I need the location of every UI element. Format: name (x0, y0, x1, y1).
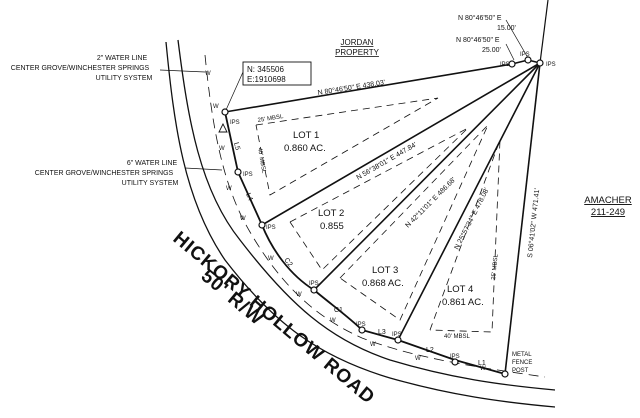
lot-line-1-2 (261, 62, 541, 226)
svg-text:0.861 AC.: 0.861 AC. (442, 297, 484, 308)
water-line-symbol: W (240, 216, 246, 222)
svg-text:0.855: 0.855 (320, 221, 344, 232)
north-line-bearing: N 80°46'50" E 438.03' (317, 78, 386, 97)
east-boundary-extension (539, 0, 549, 64)
ips-label: IPS (450, 354, 460, 360)
arrow-icon (218, 122, 228, 133)
bearing-top-1: N 80°46'50" E 15.00' (458, 14, 516, 32)
water-line-symbol: W (268, 256, 274, 262)
lot-2-label: LOT 2 0.855 (318, 208, 344, 232)
mbsl-label: 40' MBSL (444, 334, 470, 340)
east-boundary (504, 62, 541, 375)
svg-text:LOT 1: LOT 1 (293, 130, 319, 141)
segment-label-l1: L1 (478, 360, 486, 367)
segment-label-l5: L5 (232, 142, 241, 151)
svg-text:METAL: METAL (512, 352, 532, 358)
svg-text:FENCE: FENCE (512, 360, 532, 366)
water-line-2in-label: 2" WATER LINE CENTER GROVE/WINCHESTER SP… (11, 55, 153, 82)
svg-text:N 80°46'50" E: N 80°46'50" E (458, 14, 502, 22)
water-line-6in-label: 6" WATER LINE CENTER GROVE/WINCHESTER SP… (35, 160, 179, 187)
water-line-symbol: W (480, 366, 486, 372)
jordan-property-label: JORDAN PROPERTY (335, 38, 380, 57)
lot-line-2-3 (313, 62, 541, 291)
lot-4-label: LOT 4 0.861 AC. (442, 284, 484, 308)
road-name: HICKORY HOLLOW ROAD (169, 228, 379, 409)
mbsl-lot-1 (255, 97, 439, 196)
svg-text:0.868 AC.: 0.868 AC. (362, 278, 404, 289)
water-line-symbol: W (213, 104, 219, 110)
lot-1-label: LOT 1 0.860 AC. (284, 130, 326, 154)
segment-label-l2: L2 (426, 347, 434, 354)
svg-text:2" WATER LINE: 2" WATER LINE (97, 55, 148, 62)
lot-line-1-2-bearing: N 56°38'01" E 447.84' (355, 141, 418, 182)
ips-label: IPS (500, 62, 510, 68)
svg-text:15.00': 15.00' (497, 25, 516, 32)
ips-label: IPS (392, 332, 402, 338)
svg-text:JORDAN: JORDAN (341, 38, 374, 47)
svg-text:LOT 2: LOT 2 (318, 208, 344, 219)
east-line-bearing: S 06°41'02" W 471.41' (526, 188, 541, 258)
water-line-symbol: W (415, 356, 421, 362)
ips-label: IPS (230, 120, 240, 126)
svg-text:CENTER GROVE/WINCHESTER SPRING: CENTER GROVE/WINCHESTER SPRINGS (35, 170, 174, 177)
svg-text:PROPERTY: PROPERTY (335, 48, 380, 57)
water-line-symbol: W (219, 146, 225, 152)
metal-fence-post-label: METAL FENCE POST (512, 352, 532, 374)
segment-label-c2: C2 (282, 257, 293, 268)
svg-text:LOT 3: LOT 3 (372, 265, 398, 276)
svg-text:211-249: 211-249 (591, 207, 625, 218)
svg-text:UTILITY SYSTEM: UTILITY SYSTEM (122, 180, 179, 187)
north-boundary (224, 63, 513, 113)
svg-text:25.00': 25.00' (482, 47, 501, 54)
mbsl-label: 40' MBSL (256, 147, 267, 174)
road-edge-outer (177, 39, 556, 391)
bearing-top-2: N 80°46'50" E 25.00' (456, 36, 501, 54)
lot-3-label: LOT 3 0.868 AC. (362, 265, 404, 289)
lot-line-3-4 (397, 62, 541, 341)
road-edge-inner (165, 41, 556, 408)
svg-text:N: 345506: N: 345506 (247, 65, 284, 74)
svg-text:0.860 AC.: 0.860 AC. (284, 143, 326, 154)
water-line-symbol: W (226, 186, 232, 192)
svg-text:AMACHER: AMACHER (584, 195, 632, 206)
ips-label: IPS (309, 281, 319, 287)
water-line-symbol: W (370, 342, 376, 348)
coordinate-box: N: 345506 E:1910698 (242, 61, 312, 86)
water-line-symbol: W (296, 292, 302, 298)
ips-label: IPS (266, 225, 276, 231)
water-line-symbol: W (205, 71, 211, 77)
segment-label-l4: L4 (244, 192, 253, 202)
ips-label: IPS (356, 322, 366, 328)
mbsl-label: 25' MBSL (491, 253, 500, 280)
ips-label: IPS (243, 172, 253, 178)
svg-text:CENTER GROVE/WINCHESTER SPRING: CENTER GROVE/WINCHESTER SPRINGS (11, 65, 150, 72)
svg-text:6" WATER LINE: 6" WATER LINE (127, 160, 178, 167)
ips-label: IPS (520, 52, 530, 58)
svg-text:POST: POST (512, 368, 529, 374)
mbsl-lot-2 (289, 127, 469, 271)
svg-text:E:1910698: E:1910698 (247, 75, 286, 84)
amacher-label: AMACHER 211-249 (584, 195, 632, 218)
svg-text:LOT 4: LOT 4 (447, 284, 473, 295)
mbsl-label: 25' MBSL (257, 114, 284, 124)
svg-text:N 80°46'50" E: N 80°46'50" E (456, 36, 500, 44)
svg-text:UTILITY SYSTEM: UTILITY SYSTEM (96, 75, 153, 82)
ips-label: IPS (546, 62, 556, 68)
lot-line-2-3-bearing: N 42°11'01" E 486.68' (404, 176, 458, 230)
water-line-symbol: W (330, 318, 336, 324)
mbsl-lot-4 (429, 139, 501, 333)
segment-label-c1: C1 (334, 307, 343, 314)
ips-markers (221, 56, 544, 378)
water-line (204, 54, 546, 378)
segment-label-l3: L3 (378, 329, 386, 336)
